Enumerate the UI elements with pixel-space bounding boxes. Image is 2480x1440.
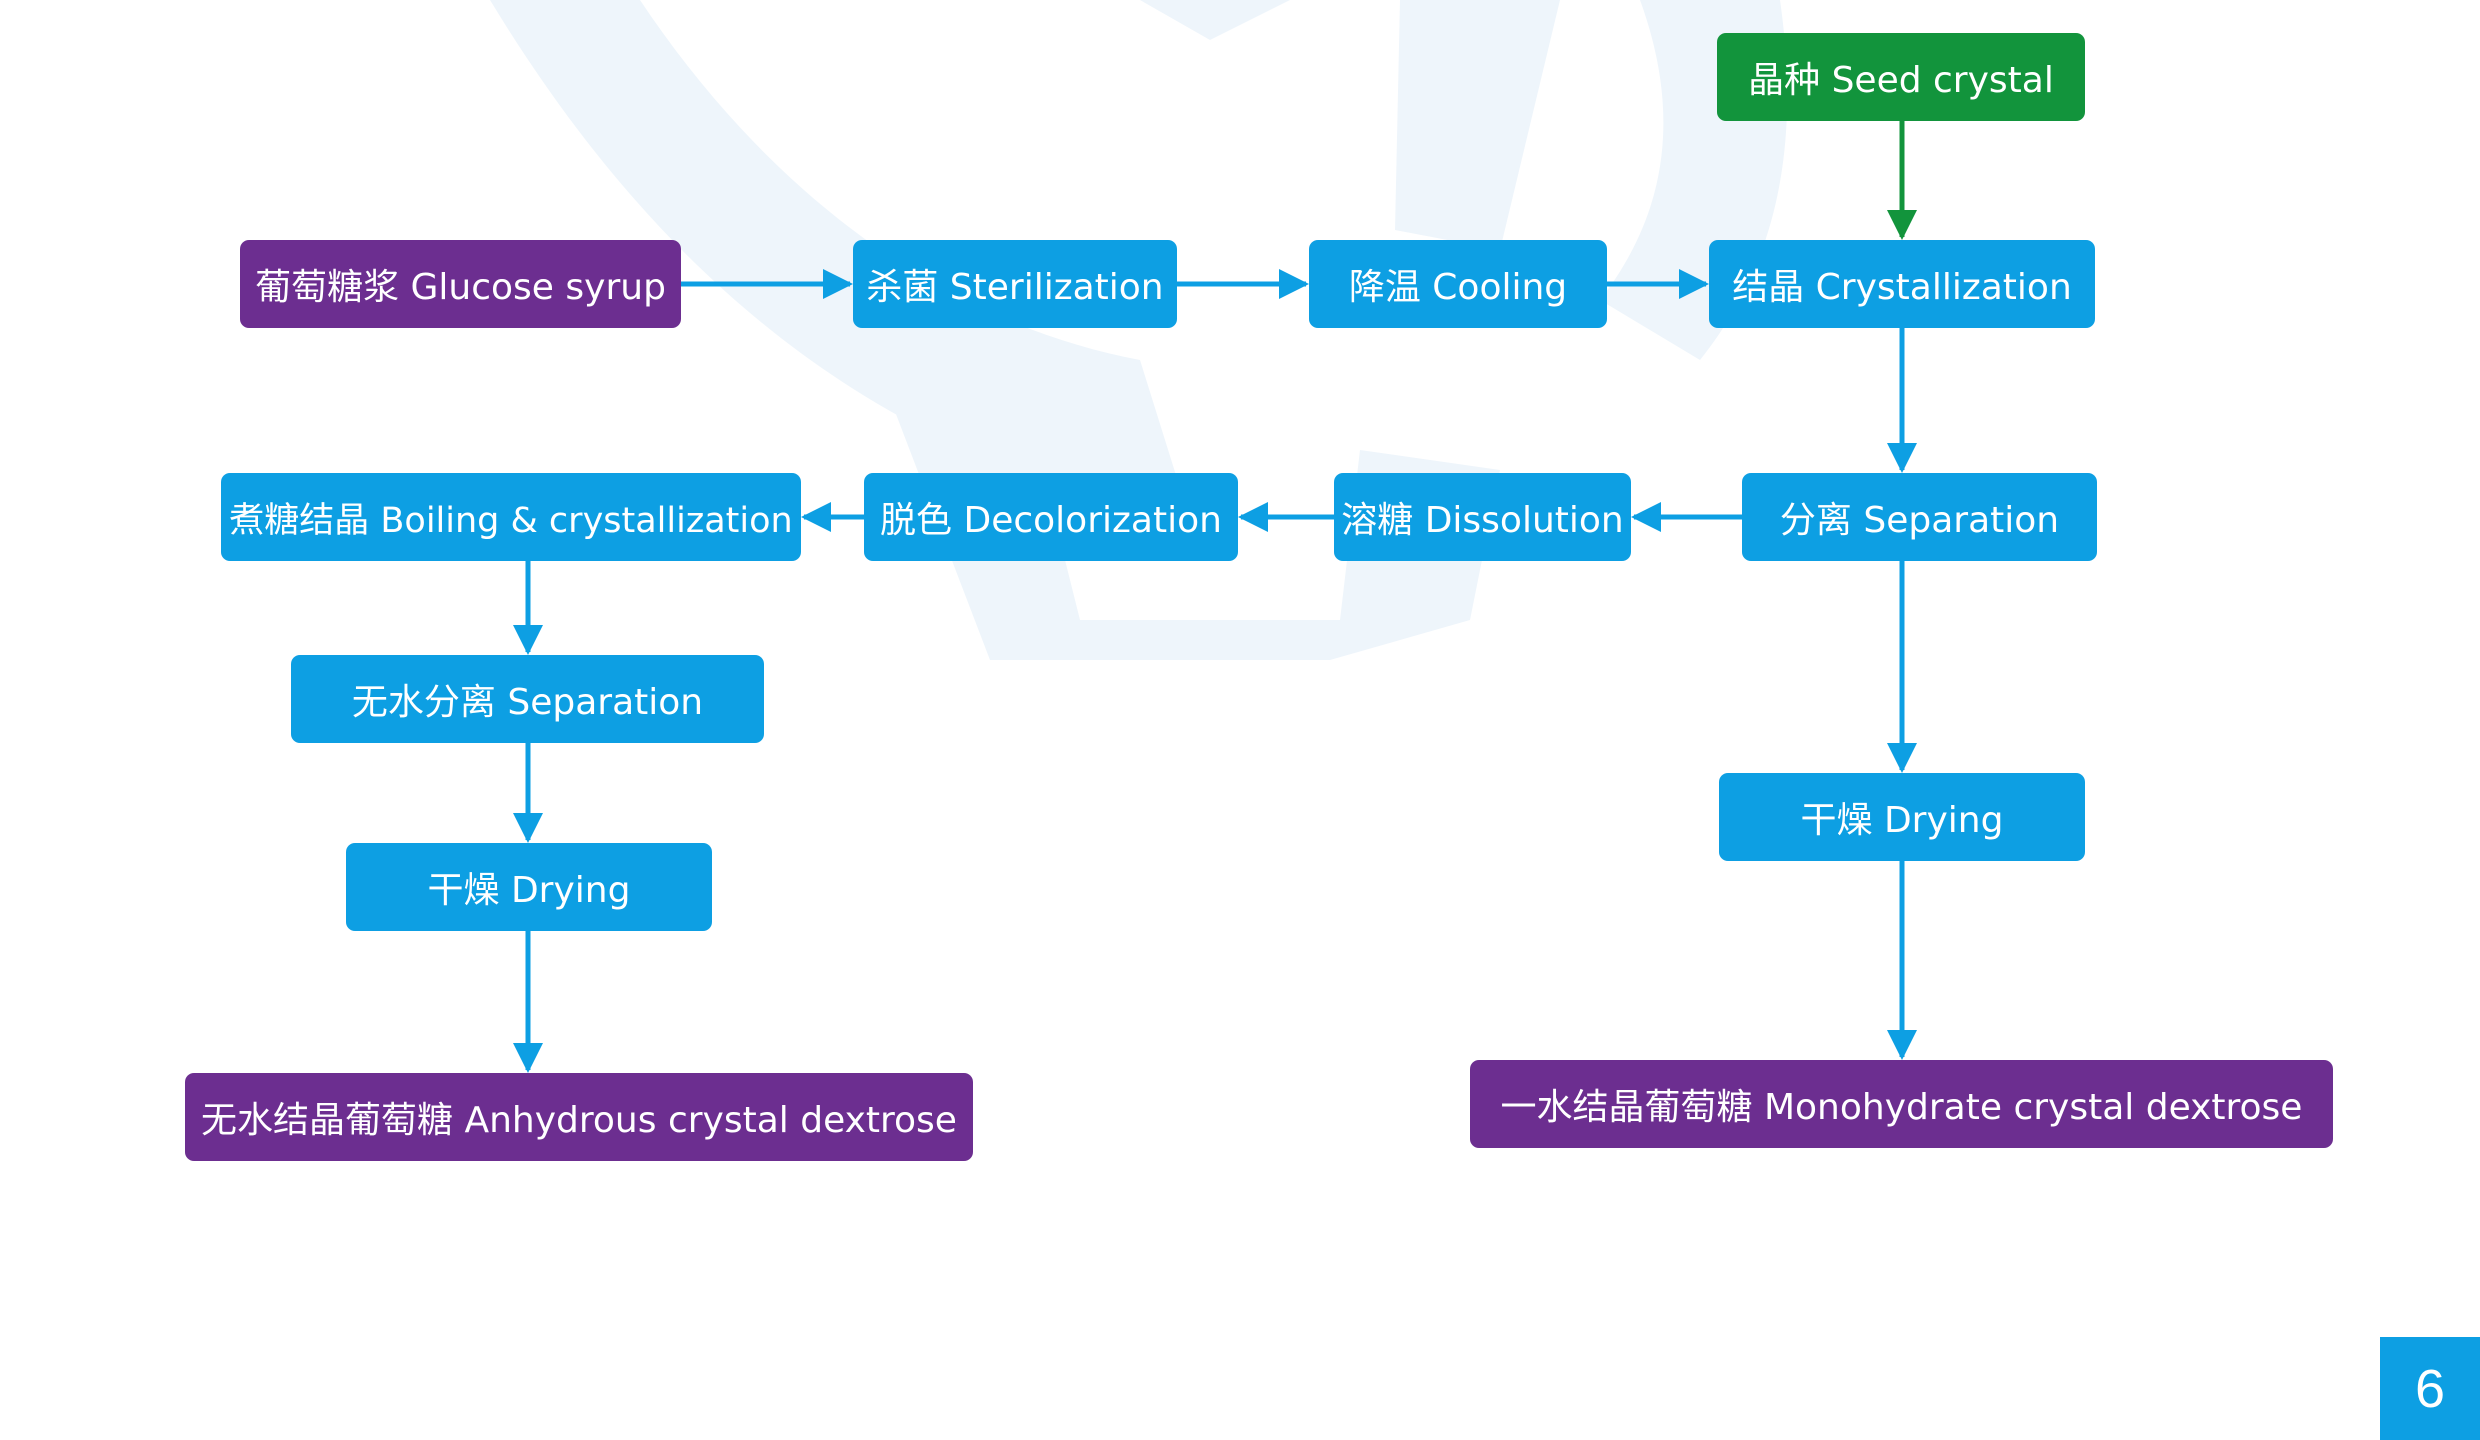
node-label: 煮糖结晶 Boiling & crystallization <box>229 500 793 541</box>
node-boiling-crystallization: 煮糖结晶 Boiling & crystallization <box>221 473 801 561</box>
node-label: 葡萄糖浆 Glucose syrup <box>255 267 666 308</box>
node-label: 降温 Cooling <box>1348 267 1568 308</box>
node-anhydrous-crystal-dextrose: 无水结晶葡萄糖 Anhydrous crystal dextrose <box>185 1073 973 1161</box>
page-number: 6 <box>2414 1358 2446 1419</box>
node-label: 干燥 Drying <box>427 870 631 911</box>
node-label: 无水结晶葡萄糖 Anhydrous crystal dextrose <box>201 1100 957 1141</box>
node-separation-right: 分离 Separation <box>1742 473 2097 561</box>
node-separation-left: 无水分离 Separation <box>291 655 764 743</box>
node-cooling: 降温 Cooling <box>1309 240 1607 328</box>
node-label: 脱色 Decolorization <box>880 500 1222 541</box>
node-glucose-syrup: 葡萄糖浆 Glucose syrup <box>240 240 681 328</box>
page-number-badge: 6 <box>2380 1337 2480 1440</box>
node-label: 无水分离 Separation <box>351 682 704 723</box>
node-label: 溶糖 Dissolution <box>1341 500 1624 541</box>
node-label: 结晶 Crystallization <box>1732 267 2072 308</box>
node-dissolution: 溶糖 Dissolution <box>1334 473 1631 561</box>
node-label: 杀菌 Sterilization <box>866 267 1164 308</box>
node-sterilization: 杀菌 Sterilization <box>853 240 1177 328</box>
node-decolorization: 脱色 Decolorization <box>864 473 1238 561</box>
node-seed-crystal: 晶种 Seed crystal <box>1717 33 2085 121</box>
node-drying-left: 干燥 Drying <box>346 843 712 931</box>
node-crystallization: 结晶 Crystallization <box>1709 240 2095 328</box>
watermark-gear-lower <box>860 300 1500 660</box>
watermark-gear-tooth-1 <box>1140 0 1290 40</box>
node-label: 晶种 Seed crystal <box>1748 60 2054 101</box>
node-label: 一水结晶葡萄糖 Monohydrate crystal dextrose <box>1500 1087 2303 1128</box>
watermark-gear-tooth-2 <box>1395 0 1560 250</box>
node-monohydrate-crystal-dextrose: 一水结晶葡萄糖 Monohydrate crystal dextrose <box>1470 1060 2333 1148</box>
node-label: 干燥 Drying <box>1800 800 2004 841</box>
node-drying-right: 干燥 Drying <box>1719 773 2085 861</box>
node-label: 分离 Separation <box>1779 500 2060 541</box>
